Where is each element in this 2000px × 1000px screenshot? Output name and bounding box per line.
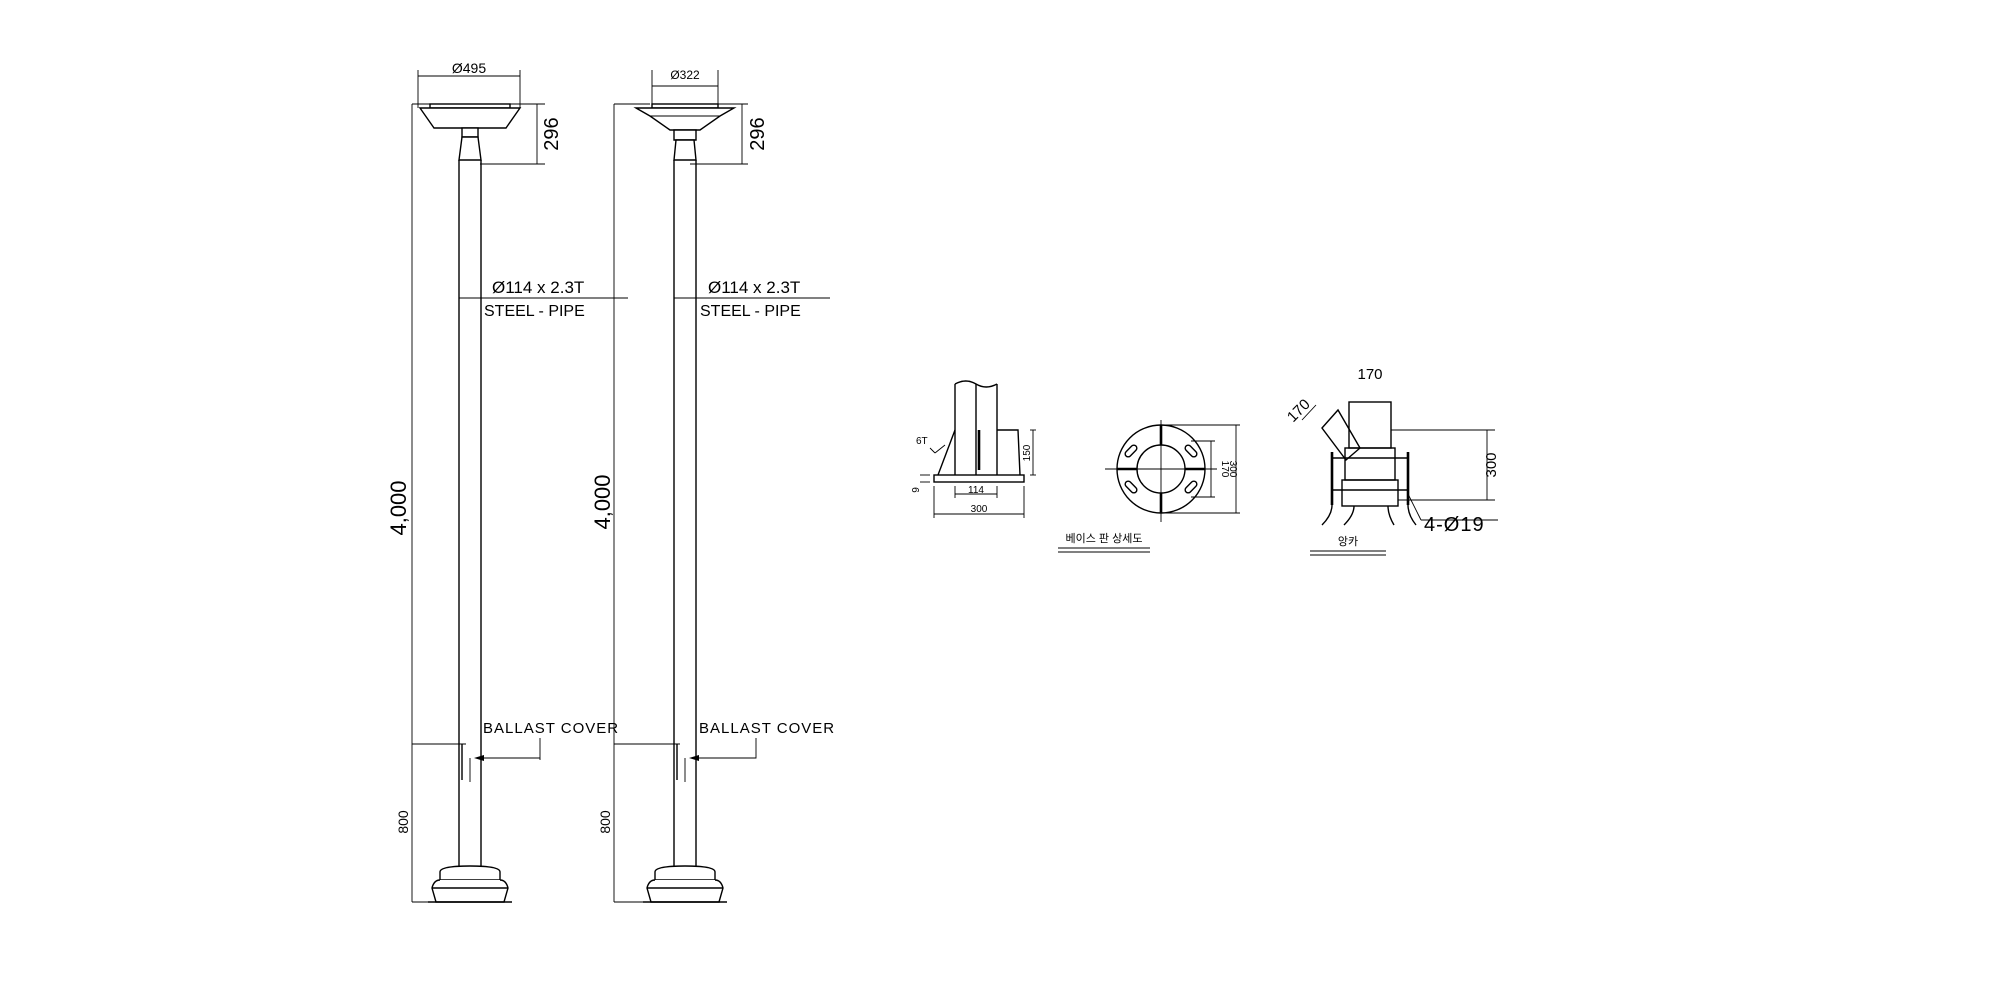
pole-b: Ø322 296 Ø114 x 2.3T STEEL - PIPE BALLAS… — [590, 68, 835, 903]
base-plate-elevation: 150 6T 9 114 300 — [911, 380, 1036, 518]
pole-b-ballast-height: 800 — [597, 810, 613, 834]
base-plate-t: 9 — [911, 487, 922, 493]
anchor-detail: 170 170 300 4-Ø19 앙카 — [1284, 366, 1500, 556]
anchor-caption: 앙카 — [1338, 535, 1358, 548]
base-plate-plan: 170 300 베이스 판 상세도 — [1058, 420, 1240, 553]
base-plate-caption: 베이스 판 상세도 — [1066, 532, 1143, 545]
pole-a-head-height: 296 — [541, 117, 563, 150]
pole-a-ballast-label: BALLAST COVER — [483, 720, 619, 737]
anchor-height-dim: 300 — [1483, 452, 1500, 477]
base-pipe-width: 114 — [968, 485, 984, 496]
anchor-top-dim: 170 — [1357, 366, 1382, 383]
pole-a-pipe-material: STEEL - PIPE — [484, 303, 585, 320]
pole-a-total-height: 4,000 — [386, 480, 411, 535]
anchor-bolt-spec: 4-Ø19 — [1424, 514, 1485, 536]
pole-a-top-diameter: Ø495 — [452, 60, 486, 76]
base-plate-width: 300 — [971, 504, 988, 515]
base-plate-size: 300 — [1227, 461, 1238, 478]
pole-b-top-diameter: Ø322 — [670, 68, 700, 82]
pole-b-head-height: 296 — [747, 117, 769, 150]
pole-a-pipe-spec: Ø114 x 2.3T — [492, 278, 584, 297]
anchor-diag-dim: 170 — [1284, 396, 1314, 426]
pole-a: Ø495 296 Ø114 x 2.3T STEEL - PIPE BALLAS… — [386, 60, 628, 903]
pole-b-total-height: 4,000 — [590, 474, 615, 529]
pole-b-ballast-label: BALLAST COVER — [699, 720, 835, 737]
pole-b-pipe-material: STEEL - PIPE — [700, 303, 801, 320]
pole-a-ballast-height: 800 — [395, 810, 411, 834]
pole-b-pipe-spec: Ø114 x 2.3T — [708, 278, 800, 297]
base-bolt-pitch: 170 — [1219, 461, 1230, 478]
base-thickness: 6T — [916, 436, 928, 447]
base-rib-height: 150 — [1022, 444, 1033, 461]
